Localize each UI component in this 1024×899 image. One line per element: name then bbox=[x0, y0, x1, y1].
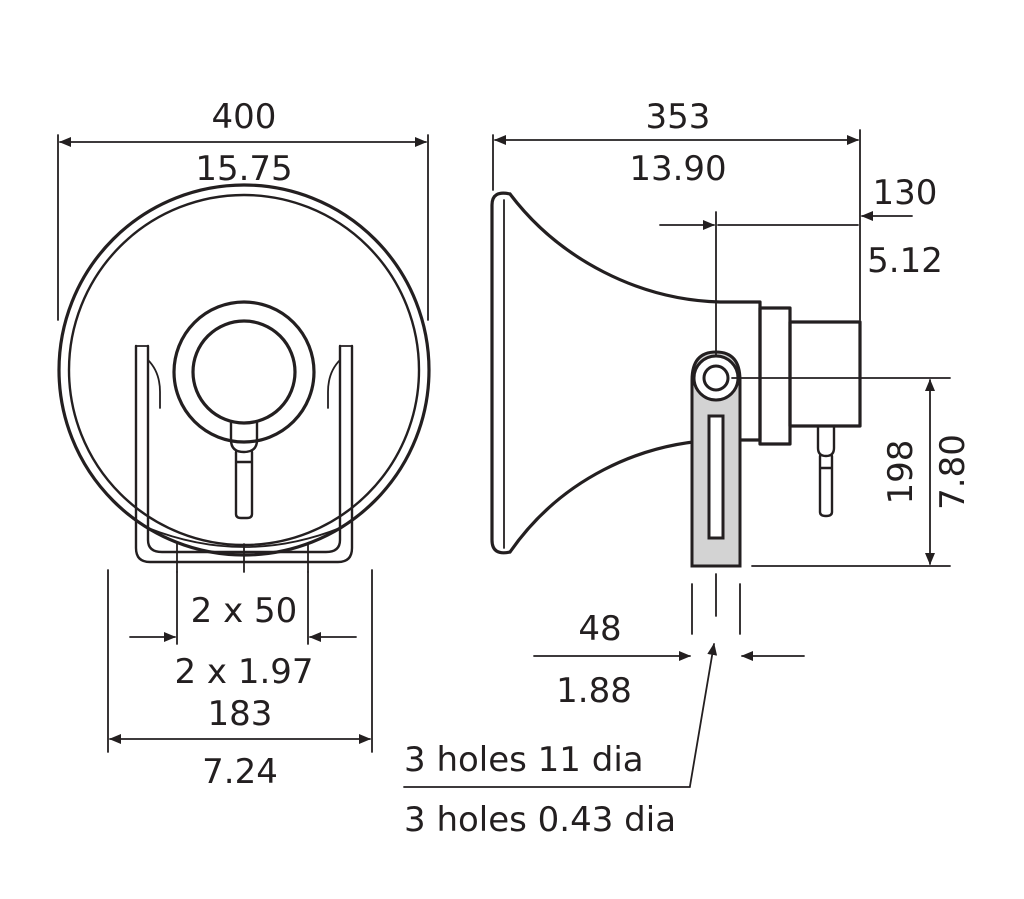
dim-depth-mm: 353 bbox=[646, 97, 711, 137]
bracket-slot bbox=[707, 414, 725, 540]
dim-width-in: 15.75 bbox=[195, 149, 292, 189]
dim-thickness-mm: 48 bbox=[578, 609, 621, 649]
horn-outer-rim bbox=[57, 183, 431, 557]
side-view: 353 13.90 130 5.12 198 7.80 48 1.88 3 ho… bbox=[403, 97, 973, 840]
u-bracket-tab-left bbox=[135, 345, 161, 409]
label-holes-imperial: 3 holes 0.43 dia bbox=[404, 800, 676, 840]
u-bracket-inner bbox=[146, 344, 342, 554]
driver-inner-ring bbox=[191, 319, 297, 425]
bracket-pivot-hole bbox=[702, 364, 730, 392]
leader-line-holes bbox=[689, 643, 718, 787]
label-holes-metric: 3 holes 11 dia bbox=[404, 740, 644, 780]
dim-bracket-spacing-mm: 2 x 50 bbox=[191, 591, 298, 631]
driver-terminal bbox=[816, 424, 836, 518]
driver-outer-ring bbox=[172, 300, 316, 444]
dim-depth-in: 13.90 bbox=[629, 149, 726, 189]
u-bracket bbox=[134, 344, 354, 564]
driver-body bbox=[788, 320, 862, 428]
terminal-post bbox=[234, 450, 254, 520]
dim-bracket-width-in: 7.24 bbox=[202, 752, 278, 792]
dim-bracket-spacing-in: 2 x 1.97 bbox=[174, 652, 313, 692]
u-bracket-tab-right bbox=[327, 345, 353, 409]
front-view: 400 15.75 2 x 50 2 x 1.97 183 7.24 bbox=[57, 97, 431, 792]
driver-neck bbox=[229, 421, 259, 454]
dim-pivot-height-mm: 198 bbox=[881, 440, 921, 505]
dim-pivot-height-in: 7.80 bbox=[933, 434, 973, 510]
dim-bracket-width-mm: 183 bbox=[208, 694, 273, 734]
driver-collar bbox=[758, 306, 792, 446]
horn-inner-rim bbox=[67, 193, 421, 547]
dim-offset-in: 5.12 bbox=[867, 241, 943, 281]
dim-width-mm: 400 bbox=[212, 97, 277, 137]
dim-offset-mm: 130 bbox=[873, 173, 938, 213]
horn-mouth-lip bbox=[490, 191, 512, 555]
dim-thickness-in: 1.88 bbox=[556, 671, 632, 711]
